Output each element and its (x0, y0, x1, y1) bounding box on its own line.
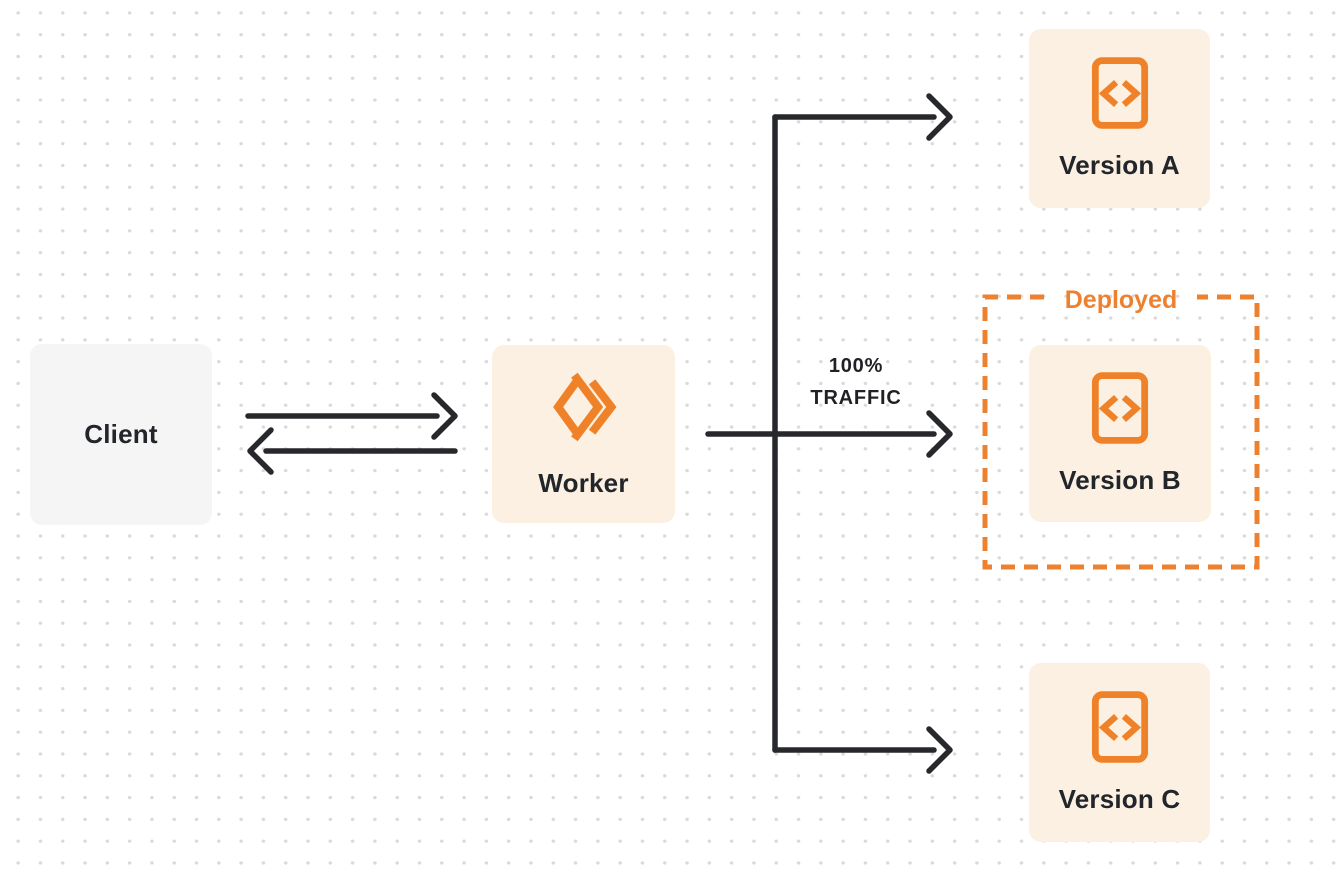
traffic-word: TRAFFIC (810, 387, 902, 409)
deployed-badge: Deployed (1064, 286, 1178, 314)
version-b-label: Version B (1059, 465, 1181, 495)
client-label: Client (84, 419, 158, 449)
code-file-icon (1091, 690, 1149, 764)
traffic-annotation: 100% TRAFFIC (776, 350, 936, 414)
node-version-b: Version B (1029, 345, 1211, 522)
node-version-c: Version C (1029, 663, 1210, 842)
version-a-label: Version A (1059, 150, 1180, 180)
arrow-worker-to-version-b (705, 410, 953, 458)
version-c-label: Version C (1058, 784, 1181, 814)
cloudflare-workers-logo-icon (547, 370, 621, 444)
code-file-icon (1091, 56, 1149, 130)
node-client: Client (30, 344, 212, 525)
traffic-percent: 100% (828, 355, 884, 377)
worker-label: Worker (538, 467, 629, 498)
arrow-client-to-worker (245, 392, 458, 440)
node-worker: Worker (492, 345, 675, 523)
code-file-icon (1091, 371, 1149, 445)
arrow-branch-to-version-c (772, 726, 953, 774)
arrow-worker-to-client (247, 427, 458, 475)
arrow-branch-to-version-a (772, 93, 953, 141)
node-version-a: Version A (1029, 29, 1210, 208)
